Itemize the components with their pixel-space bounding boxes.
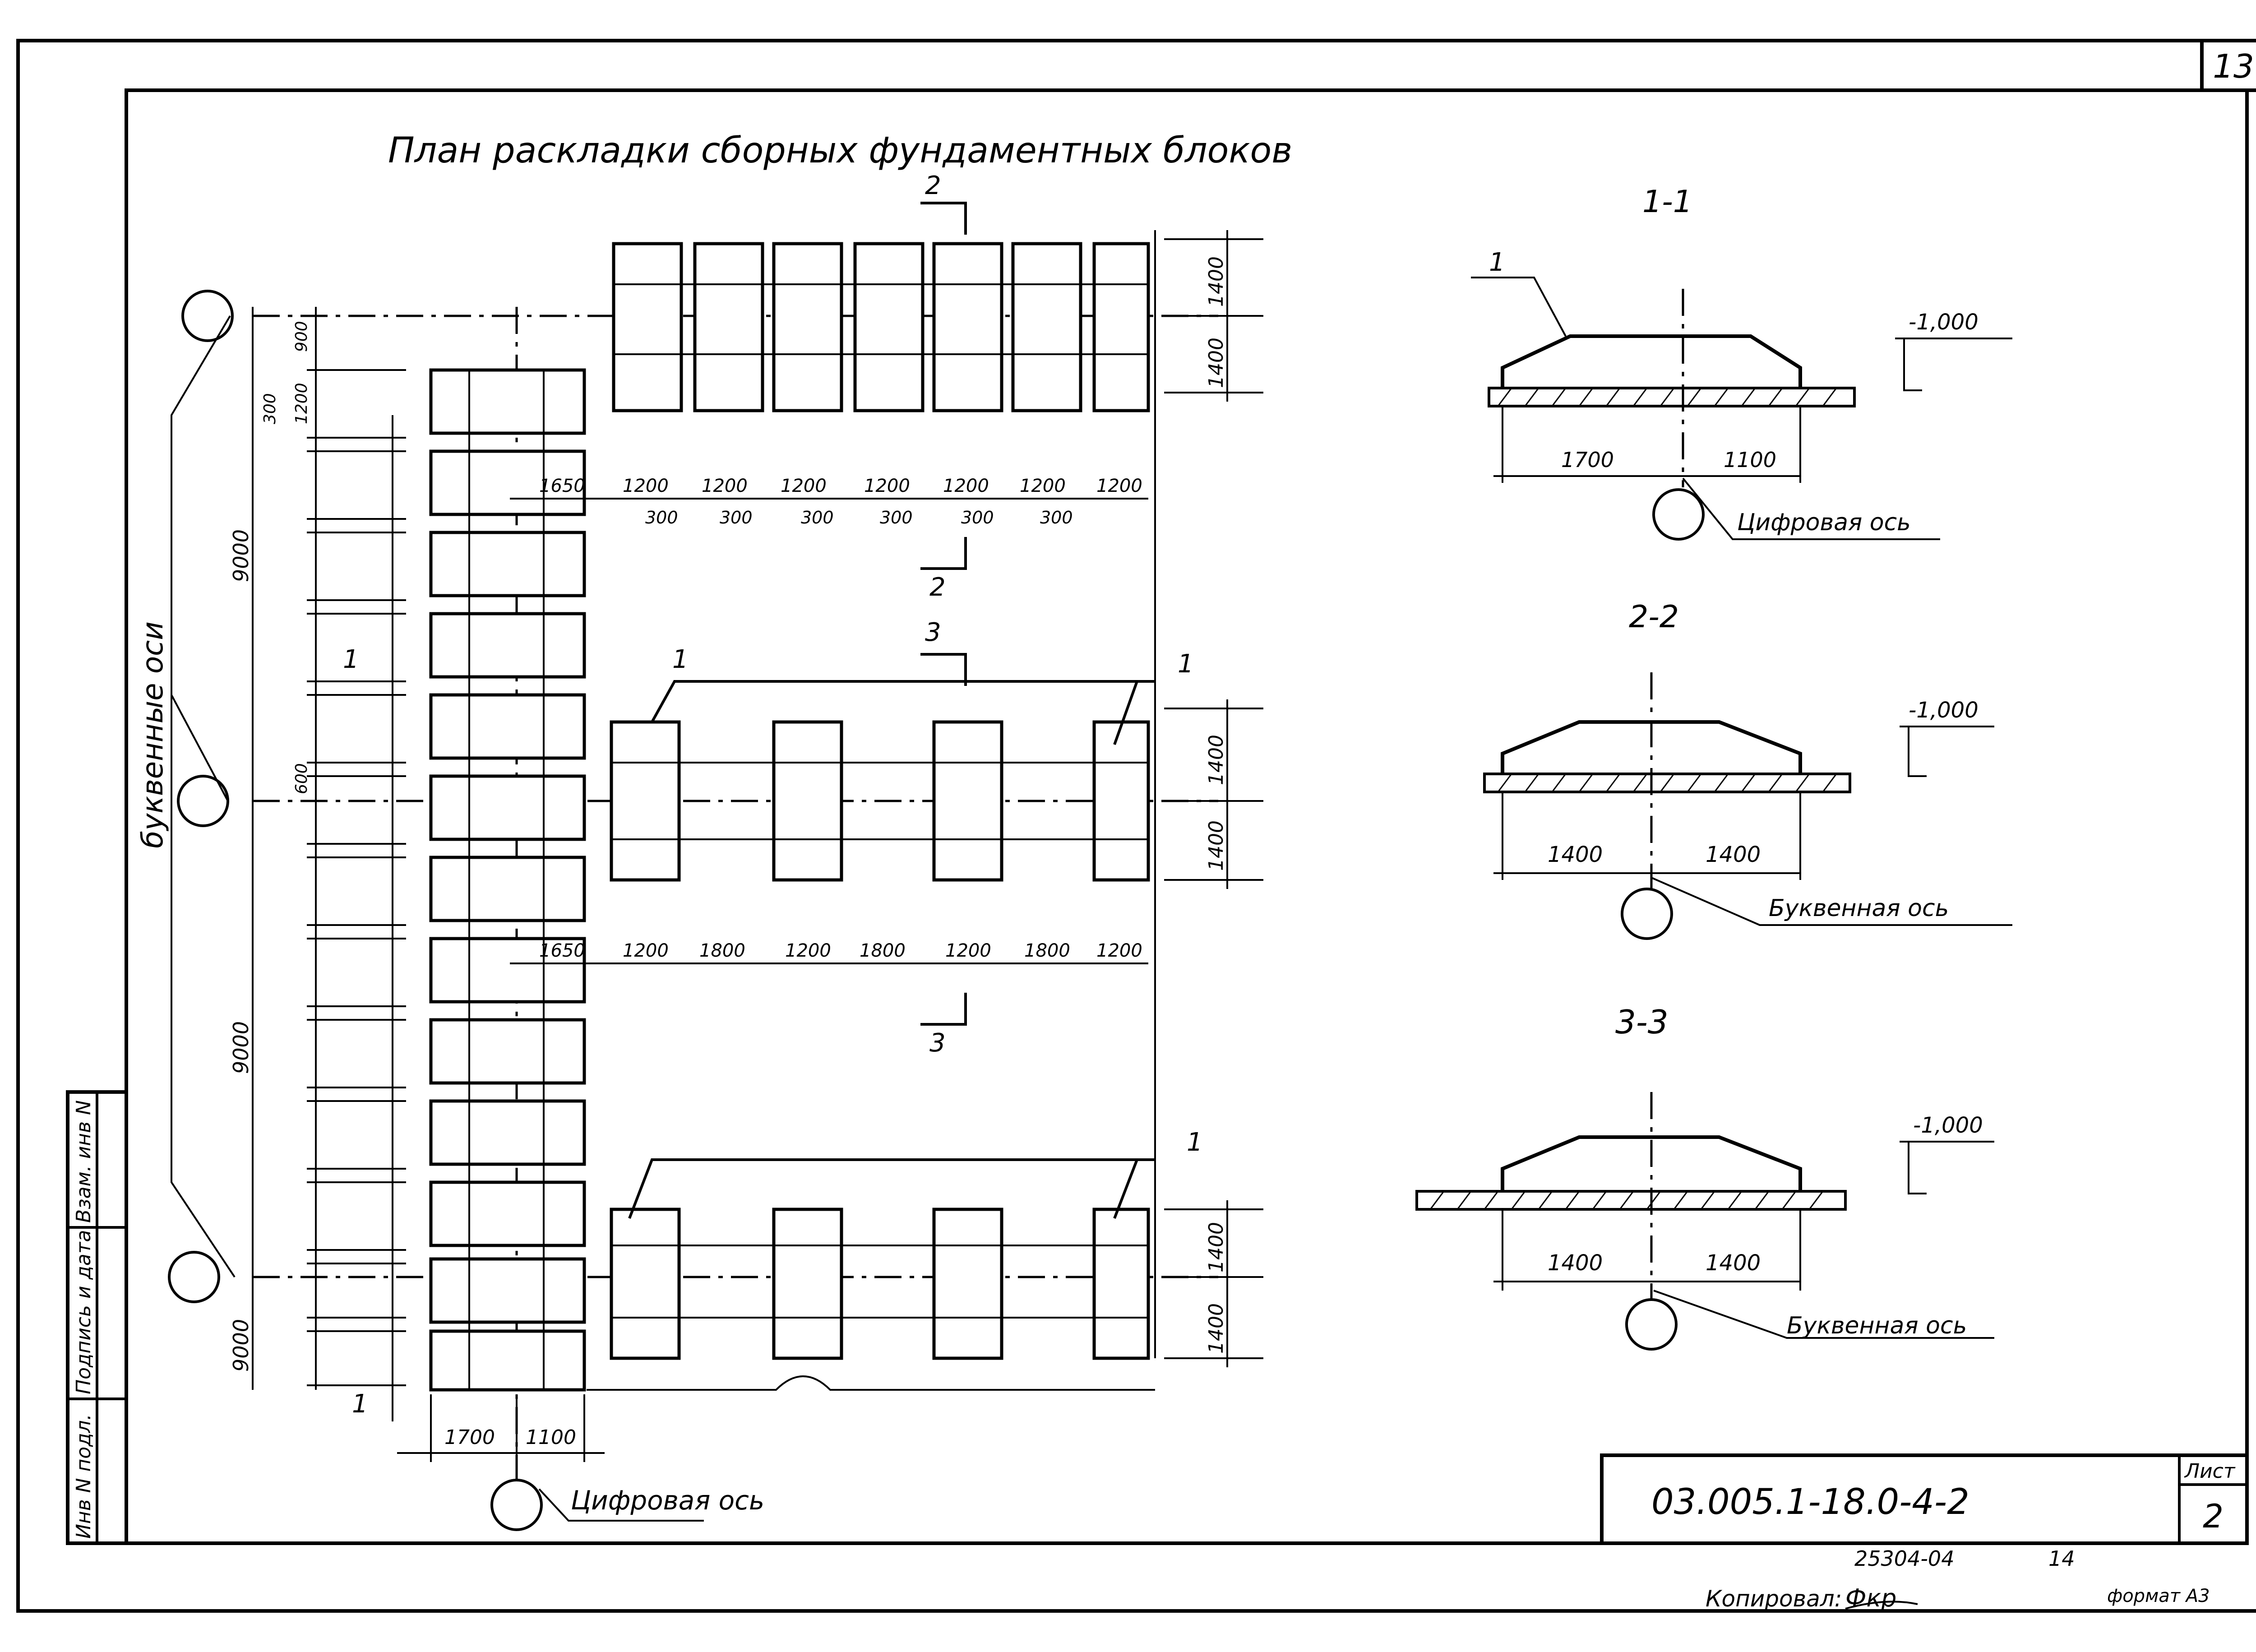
middle-block-row (610, 720, 1150, 882)
left-dim-9000-c: 9000 (229, 1319, 253, 1372)
top-gap-300-d: 300 (880, 508, 913, 528)
section-2-2-dim-b: 1400 (1706, 842, 1761, 867)
sheet-number-box (2200, 39, 2256, 92)
section-1-1-title: 1-1 (1642, 184, 1692, 220)
section-mark-1-left: 1 (343, 645, 359, 674)
section-1-1-level: -1,000 (1909, 310, 1979, 335)
mid-dim-1200-a: 1200 (623, 940, 669, 961)
top-dim-1200-g: 1200 (1096, 476, 1142, 496)
section-mark-3-top: 3 (925, 618, 941, 647)
digital-axis-marker (490, 1479, 543, 1531)
top-dim-1200-c: 1200 (781, 476, 827, 496)
block-callout-mid: 1 (1178, 649, 1194, 679)
section-mark-2-bottom: 2 (929, 573, 946, 602)
right-dim-1400-d: 1400 (1205, 820, 1228, 871)
bottom-block-row (610, 1208, 1150, 1360)
top-block-row (612, 242, 1150, 412)
right-dim-1400-f: 1400 (1205, 1303, 1228, 1354)
left-dim-900: 900 (292, 321, 311, 352)
left-dim-1200: 1200 (292, 383, 311, 424)
bottom-dim-1100: 1100 (526, 1426, 576, 1449)
section-mark-1-mid: 1 (672, 645, 689, 674)
block-callout-bottom: 1 (1187, 1128, 1203, 1157)
section-3-3-dim-b: 1400 (1706, 1250, 1761, 1276)
top-gap-300-a: 300 (645, 508, 678, 528)
letter-axis-marker-bottom (168, 1251, 220, 1303)
sheet-number: 13 (2213, 47, 2254, 85)
letter-axis-marker-mid (177, 775, 229, 827)
archive-number: 25304-04 (1854, 1546, 1954, 1571)
mid-dim-1200-d: 1200 (1096, 940, 1142, 961)
paper-format: формат А3 (2107, 1586, 2210, 1606)
top-gap-300-c: 300 (801, 508, 834, 528)
right-dim-1400-b: 1400 (1205, 338, 1228, 388)
letter-axis-marker-top (181, 290, 234, 342)
section-2-2-title: 2-2 (1629, 599, 1679, 635)
top-dim-1200-b: 1200 (702, 476, 748, 496)
mid-dim-1650: 1650 (539, 940, 585, 961)
outer-frame (16, 39, 2256, 1613)
left-dim-9000-a: 9000 (229, 529, 253, 582)
left-block-column (429, 368, 586, 1392)
right-dim-1400-c: 1400 (1205, 735, 1228, 785)
left-dim-600: 600 (292, 763, 311, 794)
section-2-2-axis-label: Буквенная ось (1769, 895, 1949, 922)
mid-dim-1800-b: 1800 (860, 940, 906, 961)
section-3-3: 3-3 -1,000 1400 1400 Буквенная ось (1415, 1003, 1994, 1351)
title-block-sheet-value: 2 (2203, 1497, 2224, 1535)
side-stamp-sign: Подпись и дата (72, 1230, 95, 1394)
copied-sign: Фкр (1845, 1584, 1896, 1612)
side-stamp-repl: Взам. инв N (72, 1100, 95, 1223)
top-gap-300-e: 300 (961, 508, 994, 528)
top-dim-1200-a: 1200 (623, 476, 669, 496)
title-block: 03.005.1-18.0-4-2 Лист 2 (1600, 1453, 2249, 1545)
right-dim-1400-a: 1400 (1205, 256, 1228, 307)
plan-digital-axis-label: Цифровая ось (571, 1485, 764, 1516)
section-1-1: 1-1 1 -1,000 1700 1100 Цифровая ось (1471, 184, 2012, 541)
title-block-sheet-label: Лист (2184, 1460, 2236, 1483)
section-1-1-dim-a: 1700 (1561, 448, 1614, 472)
mid-dim-1200-b: 1200 (785, 940, 831, 961)
section-1-1-dim-b: 1100 (1724, 448, 1776, 472)
section-mark-1-bottom: 1 (352, 1389, 368, 1419)
top-dim-1200-e: 1200 (943, 476, 989, 496)
mid-dim-1800-c: 1800 (1024, 940, 1070, 961)
section-1-1-axis-label: Цифровая ось (1737, 509, 1911, 536)
top-gap-300-f: 300 (1040, 508, 1073, 528)
drawing-title: План раскладки сборных фундаментных блок… (388, 130, 1292, 171)
section-3-3-axis-label: Буквенная ось (1787, 1312, 1967, 1339)
section-2-2: 2-2 -1,000 1400 1400 Буквенная ось (1483, 599, 2012, 940)
title-block-code: 03.005.1-18.0-4-2 (1651, 1482, 1969, 1522)
mid-dim-1200-c: 1200 (945, 940, 991, 961)
inner-frame (125, 88, 2249, 1545)
section-2-2-dim-a: 1400 (1548, 842, 1603, 867)
side-stamp-inv: Инв N подл. (72, 1414, 95, 1539)
section-2-2-level: -1,000 (1909, 698, 1979, 723)
section-3-3-level: -1,000 (1913, 1113, 1983, 1138)
section-3-3-dim-a: 1400 (1548, 1250, 1603, 1276)
copied-label: Копировал: (1706, 1586, 1842, 1612)
side-stamp: Инв N подл. Подпись и дата Взам. инв N (66, 1090, 128, 1545)
foundation-plan: буквенные оси (136, 171, 1263, 1531)
letter-axes-label: буквенные оси (136, 621, 170, 848)
bottom-dim-1700: 1700 (444, 1426, 495, 1449)
section-1-1-callout: 1 (1489, 248, 1505, 277)
archive-page: 14 (2048, 1546, 2075, 1571)
top-dim-1650: 1650 (539, 476, 585, 496)
right-dim-1400-e: 1400 (1205, 1222, 1228, 1273)
left-dim-300: 300 (261, 393, 279, 424)
section-mark-2-top: 2 (925, 171, 941, 200)
top-dim-1200-f: 1200 (1020, 476, 1066, 496)
top-dim-1200-d: 1200 (864, 476, 910, 496)
mid-dim-1800-a: 1800 (699, 940, 745, 961)
left-dim-9000-b: 9000 (229, 1021, 253, 1074)
section-3-3-title: 3-3 (1615, 1003, 1669, 1041)
top-gap-300-b: 300 (720, 508, 753, 528)
section-mark-3-bottom: 3 (929, 1028, 946, 1058)
